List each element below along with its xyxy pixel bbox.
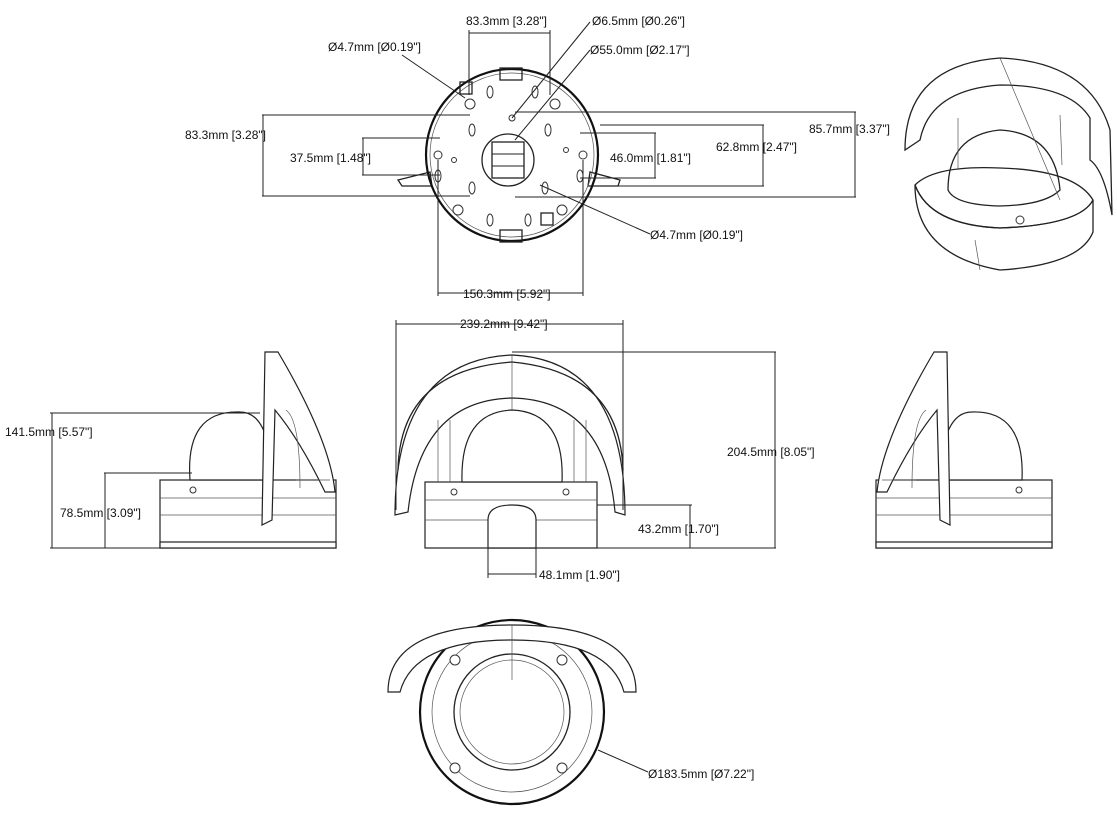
label-left-inner: 37.5mm [1.48"] (290, 151, 371, 165)
bottom-view (387, 618, 649, 806)
label-hole-bottom: Ø4.7mm [Ø0.19"] (650, 228, 743, 242)
top-view-mount-plate (396, 67, 621, 243)
label-hole-center: Ø55.0mm [Ø2.17"] (590, 43, 690, 57)
label-left-height: 83.3mm [3.28"] (185, 128, 266, 142)
label-right-mid: 62.8mm [2.47"] (716, 140, 797, 154)
isometric-view (904, 57, 1113, 271)
front-view (394, 354, 626, 549)
front-dimensions (395, 320, 776, 578)
right-side-view (875, 351, 1053, 549)
top-view-dimensions (262, 21, 856, 296)
dimension-labels: 83.3mm [3.28"] Ø6.5mm [Ø0.26"] Ø55.0mm [… (5, 14, 890, 781)
label-front-total-height: 204.5mm [8.05"] (727, 445, 815, 459)
label-base-width: 150.3mm [5.92"] (463, 287, 551, 301)
label-top-width: 83.3mm [3.28"] (466, 14, 547, 28)
label-front-width: 239.2mm [9.42"] (460, 317, 548, 331)
label-right-inner: 46.0mm [1.81"] (610, 151, 691, 165)
label-right-outer: 85.7mm [3.37"] (809, 122, 890, 136)
label-bottom-diameter: Ø183.5mm [Ø7.22"] (648, 767, 754, 781)
left-side-dimensions (50, 412, 260, 549)
left-side-view (159, 351, 337, 549)
label-conduit-width: 48.1mm [1.90"] (539, 568, 620, 582)
label-side-total-height: 141.5mm [5.57"] (5, 425, 93, 439)
label-front-base-height: 43.2mm [1.70"] (638, 522, 719, 536)
label-side-base-height: 78.5mm [3.09"] (60, 506, 141, 520)
label-hole-small-top: Ø6.5mm [Ø0.26"] (592, 14, 685, 28)
label-hole-left: Ø4.7mm [Ø0.19"] (328, 40, 421, 54)
